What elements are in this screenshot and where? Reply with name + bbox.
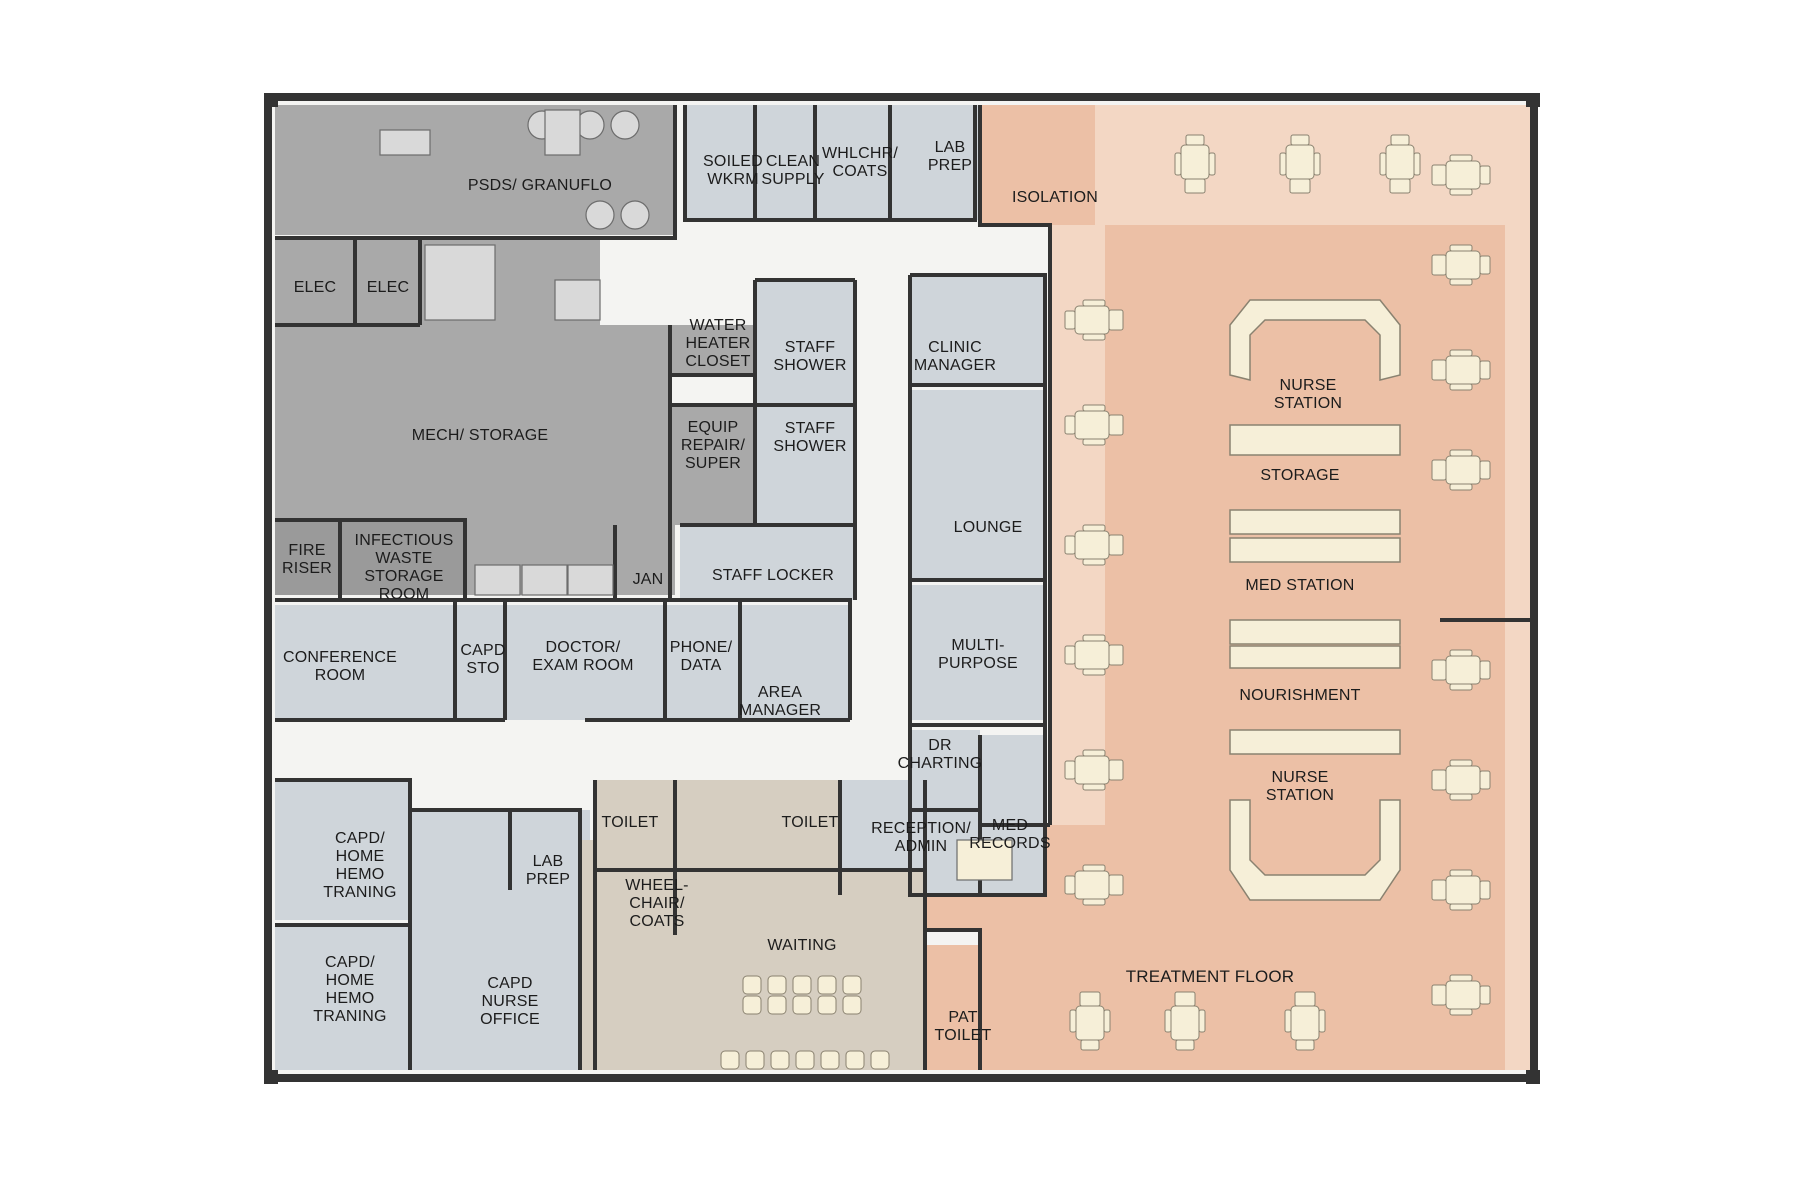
walls (264, 93, 1540, 1084)
elec-zone (275, 240, 420, 325)
equip-zone (670, 405, 755, 525)
label-jan: JAN (633, 571, 664, 588)
label-treatment-floor: TREATMENT FLOOR (1126, 967, 1295, 986)
label-whlchr-coats: WHLCHR/COATS (822, 145, 898, 180)
locker-zone (680, 525, 855, 600)
clinic-manager-zone (910, 275, 1045, 385)
floor-zones (266, 95, 1536, 1080)
nurse-station-1-counter (1229, 299, 1401, 381)
med-station-counter-1 (1229, 509, 1401, 535)
label-staff-locker: STAFF LOCKER (712, 567, 834, 584)
label-waiting: WAITING (767, 937, 836, 954)
label-wheelchair-coats: WHEEL-CHAIR/COATS (625, 877, 688, 930)
lab-prep-b-zone (510, 810, 590, 890)
central-islands (1229, 299, 1401, 901)
label-doctor-exam: DOCTOR/EXAM ROOM (532, 639, 633, 674)
water-heater-zone (670, 325, 755, 375)
lounge-zone (910, 390, 1045, 580)
label-multi-purpose: MULTI-PURPOSE (938, 637, 1018, 672)
room-labels: PSDS/ GRANUFLO ELEC ELEC MECH/ STORAGE F… (282, 139, 1360, 1044)
label-psds-granuflo: PSDS/ GRANUFLO (468, 177, 612, 194)
label-storage: STORAGE (1260, 467, 1339, 484)
storage-counter (1229, 424, 1401, 456)
label-lounge: LOUNGE (954, 519, 1023, 536)
nurse-station-2-counter (1229, 799, 1401, 901)
multipurpose-zone (910, 585, 1045, 720)
label-elec-1: ELEC (294, 279, 337, 296)
nourishment-counter-2 (1229, 645, 1401, 669)
label-toilet-1: TOILET (602, 814, 659, 831)
nurse-station-2-strip (1229, 729, 1401, 755)
label-isolation: ISOLATION (1012, 189, 1098, 206)
label-phone-data: PHONE/DATA (670, 639, 733, 674)
top-closets-zone (685, 105, 980, 220)
label-elec-2: ELEC (367, 279, 410, 296)
label-nourishment: NOURISHMENT (1239, 687, 1360, 704)
fire-riser-zone (275, 520, 340, 595)
med-station-counter-2 (1229, 537, 1401, 563)
showers-zone (755, 280, 855, 525)
mech-upper-white (600, 240, 670, 325)
capd-2-zone (275, 925, 410, 1070)
middle-row-zone (275, 605, 850, 720)
label-toilet-2: TOILET (782, 814, 839, 831)
label-reception-admin: RECEPTION/ADMIN (871, 820, 971, 855)
waste-zone (340, 520, 465, 595)
capd-1-zone (275, 780, 410, 920)
label-med-station: MED STATION (1245, 577, 1354, 594)
equipment (379, 109, 1013, 881)
pat-toilet-zone (925, 945, 995, 1070)
nourishment-counter-1 (1229, 619, 1401, 645)
jan-zone (615, 525, 675, 595)
isolation-zone (980, 105, 1095, 225)
label-mech-storage: MECH/ STORAGE (412, 427, 549, 444)
